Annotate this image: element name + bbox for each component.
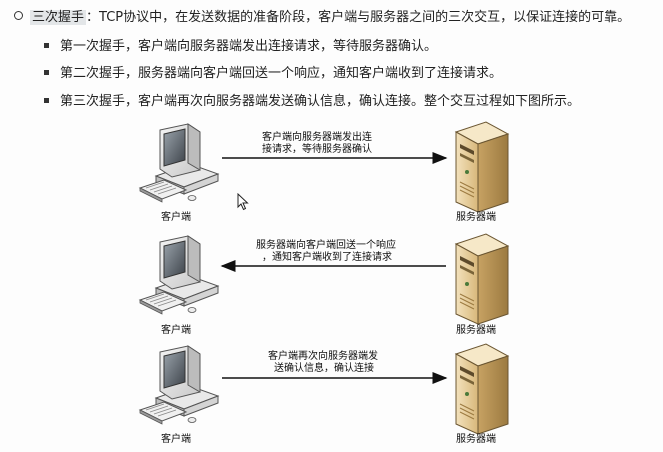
client-computer-icon (139, 123, 219, 203)
list-item: 第一次握手，客户端向服务器端发出连接请求，等待服务器确认。 (44, 38, 437, 56)
server-icon (455, 121, 509, 213)
list-item: 第二次握手，服务器端向客户端回送一个响应，通知客户端收到了连接请求。 (44, 65, 502, 83)
client-label: 客户端 (161, 323, 191, 336)
square-bullet-icon (44, 70, 49, 75)
server-label: 服务器端 (456, 323, 496, 336)
server-icon (455, 233, 509, 325)
server-label: 服务器端 (456, 432, 496, 445)
message-2-line-2: ，通知客户端收到了连接请求 (262, 250, 392, 263)
hollow-bullet-icon (14, 11, 23, 20)
intro-text: ：TCP协议中，在发送数据的准备阶段，客户端与服务器之间的三次交互，以保证连接的… (86, 10, 631, 25)
message-1-line-2: 接请求，等待服务器确认 (262, 142, 372, 155)
message-1-line-1: 客户端向服务器端发出连 (262, 130, 372, 143)
message-3-line-2: 送确认信息，确认连接 (274, 361, 374, 374)
intro-keyword: 三次握手 (30, 10, 87, 25)
step-2-text: 第二次握手，服务器端向客户端回送一个响应，通知客户端收到了连接请求。 (60, 66, 503, 81)
message-2-line-1: 服务器端向客户端回送一个响应 (256, 238, 396, 251)
step-1-text: 第一次握手，客户端向服务器端发出连接请求，等待服务器确认。 (60, 39, 438, 54)
client-label: 客户端 (161, 432, 191, 445)
square-bullet-icon (44, 98, 49, 103)
square-bullet-icon (44, 43, 49, 48)
list-item: 第三次握手，客户端再次向服务器端发送确认信息，确认连接。整个交互过程如下图所示。 (44, 93, 580, 111)
client-computer-icon (139, 345, 219, 425)
message-3-line-1: 客户端再次向服务器端发 (268, 349, 378, 362)
mouse-pointer-icon (237, 193, 249, 211)
intro-paragraph: 三次握手：TCP协议中，在发送数据的准备阶段，客户端与服务器之间的三次交互，以保… (14, 9, 630, 27)
client-computer-icon (139, 235, 219, 315)
step-3-text: 第三次握手，客户端再次向服务器端发送确认信息，确认连接。整个交互过程如下图所示。 (60, 94, 581, 109)
server-label: 服务器端 (456, 210, 496, 223)
client-label: 客户端 (161, 210, 191, 223)
server-icon (455, 343, 509, 435)
